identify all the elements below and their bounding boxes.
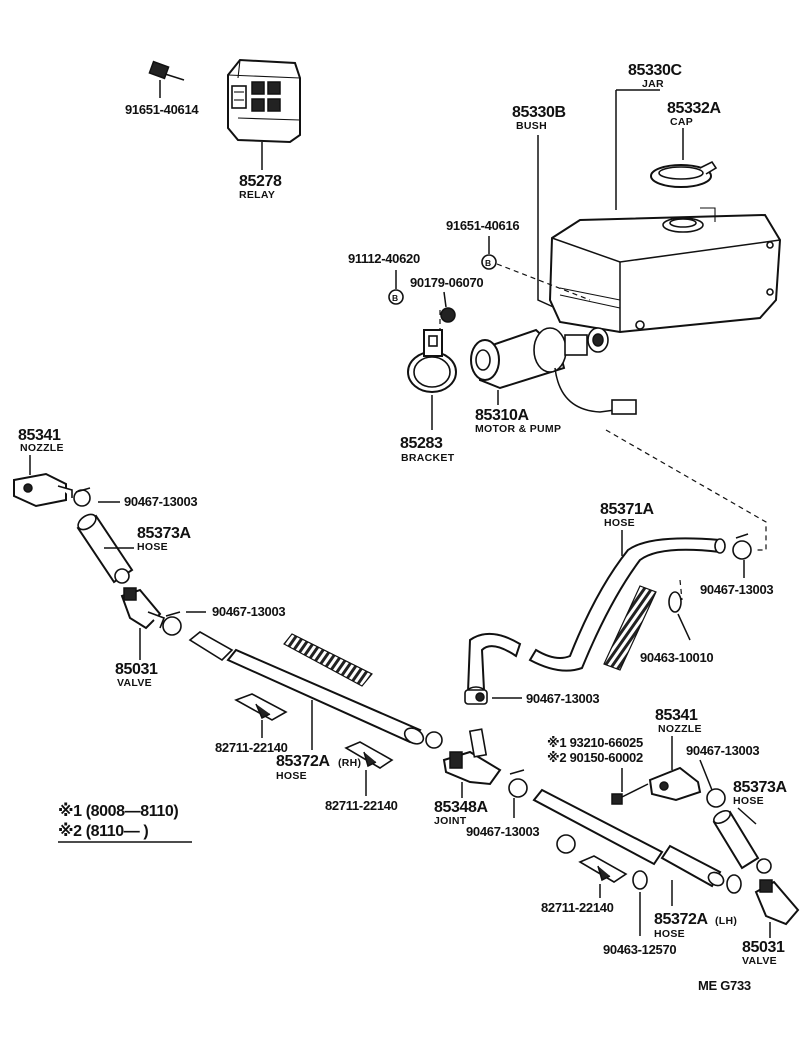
label-nut-90179-06070: 90179-06070 — [410, 275, 483, 290]
screw-icon — [611, 768, 649, 805]
clip-small-right-icon — [756, 858, 772, 874]
nozzle-left — [13, 472, 73, 508]
label-nozzle-l-name: NOZZLE — [20, 442, 64, 454]
label-valve-l-no: 85031 — [115, 661, 158, 678]
label-joint-name: JOINT — [434, 815, 467, 827]
label-hose-rh-name: HOSE — [276, 770, 307, 782]
motor-pump — [470, 327, 637, 415]
diagram-code: ME G733 — [698, 978, 751, 993]
label-clamp-2: 90463-12570 — [603, 942, 676, 957]
legend-line-1: ※1 (8008—8110) — [58, 802, 178, 820]
label-ref-2: ※2 90150-60002 — [547, 750, 643, 765]
label-clip-6: 90467-13003 — [466, 824, 539, 839]
clamp-90463-12570 — [632, 870, 648, 936]
label-ref-1: ※1 93210-66025 — [547, 735, 643, 750]
label-valve-r-name: VALVE — [742, 955, 777, 967]
hose-85373a-left — [76, 513, 134, 584]
joint — [425, 728, 502, 798]
b-mark-right: B — [481, 254, 497, 270]
clip-4-icon — [464, 689, 522, 705]
label-valve-l-name: VALVE — [117, 677, 152, 689]
label-hose-lh-no: 85372A — [654, 911, 708, 928]
svg-text:B: B — [392, 293, 398, 303]
valve-left — [120, 587, 166, 660]
coil-spring-left — [283, 633, 373, 687]
label-motor-name: MOTOR & PUMP — [475, 423, 561, 435]
nut-icon — [440, 291, 456, 323]
label-cap-name: CAP — [670, 116, 693, 128]
jar — [548, 207, 782, 334]
clip-1-icon — [73, 487, 91, 507]
legend-line-2: ※2 (8110— ) — [58, 822, 148, 840]
hose-85373a-right — [712, 809, 760, 870]
bolt-91651-40614 — [148, 60, 185, 98]
clip-small-icon — [114, 568, 130, 584]
label-bolt-91112-40620: 91112-40620 — [348, 251, 420, 266]
hose-85371a — [466, 537, 726, 696]
label-hose-71-name: HOSE — [604, 517, 635, 529]
label-relay-name: RELAY — [239, 189, 275, 201]
label-clip-2: 90467-13003 — [212, 604, 285, 619]
clamp-82711-b — [344, 741, 394, 796]
label-jar-name: JAR — [642, 78, 664, 90]
label-hose-r-name: HOSE — [733, 795, 764, 807]
cap — [650, 160, 718, 188]
label-clip-5: 90467-13003 — [686, 743, 759, 758]
label-joint-no: 85348A — [434, 799, 488, 816]
label-clamp-a: 82711-22140 — [215, 740, 288, 755]
coil-spring-right — [603, 585, 657, 671]
label-clip-4: 90467-13003 — [526, 691, 599, 706]
label-nozzle-r-no: 85341 — [655, 707, 698, 724]
label-valve-r-no: 85031 — [742, 939, 785, 956]
clamp-82711-a — [234, 693, 288, 738]
hose-85372a-rh — [188, 631, 425, 745]
label-bush-no: 85330B — [512, 104, 566, 121]
label-hose-lh-suffix: (LH) — [715, 915, 737, 927]
label-clip-1: 90467-13003 — [124, 494, 197, 509]
label-hose-l-name: HOSE — [137, 541, 168, 553]
clip-2-icon — [162, 611, 182, 636]
label-clamp-b: 82711-22140 — [325, 798, 398, 813]
label-hose-lh-name: HOSE — [654, 928, 685, 940]
label-nozzle-r-name: NOZZLE — [658, 723, 702, 735]
label-relay-no: 85278 — [239, 173, 282, 190]
label-bolt-91651-40614: 91651-40614 — [125, 102, 199, 117]
hose-85372a-lh — [532, 788, 725, 906]
clamp-90463-10010 — [668, 579, 691, 641]
relay — [227, 58, 301, 170]
clip-6-icon — [508, 769, 528, 818]
valve-right — [726, 874, 800, 938]
svg-text:B: B — [485, 258, 491, 268]
label-cap-no: 85332A — [667, 100, 721, 117]
label-clip-3: 90467-13003 — [700, 582, 773, 597]
label-clamp-1: 90463-10010 — [640, 650, 713, 665]
label-bracket-name: BRACKET — [401, 452, 455, 464]
b-mark-left: B — [388, 289, 404, 305]
label-bracket-no: 85283 — [400, 435, 443, 452]
clip-3-icon — [732, 533, 752, 578]
clip-mid-icon — [556, 834, 576, 854]
label-hose-71-no: 85371A — [600, 501, 654, 518]
label-hose-rh-suffix: (RH) — [338, 757, 361, 769]
label-hose-r-no: 85373A — [733, 779, 787, 796]
clip-right-icon — [706, 788, 726, 808]
label-bolt-91651-40616: 91651-40616 — [446, 218, 519, 233]
clamp-82711-c — [578, 855, 628, 898]
label-clamp-c: 82711-22140 — [541, 900, 614, 915]
bracket — [407, 329, 457, 430]
label-jar-no: 85330C — [628, 62, 682, 79]
label-nozzle-l-no: 85341 — [18, 427, 61, 444]
nozzle-right — [648, 766, 702, 802]
label-motor-no: 85310A — [475, 407, 529, 424]
label-hose-rh-no: 85372A — [276, 753, 330, 770]
label-hose-l-no: 85373A — [137, 525, 191, 542]
label-bush-name: BUSH — [516, 120, 547, 132]
